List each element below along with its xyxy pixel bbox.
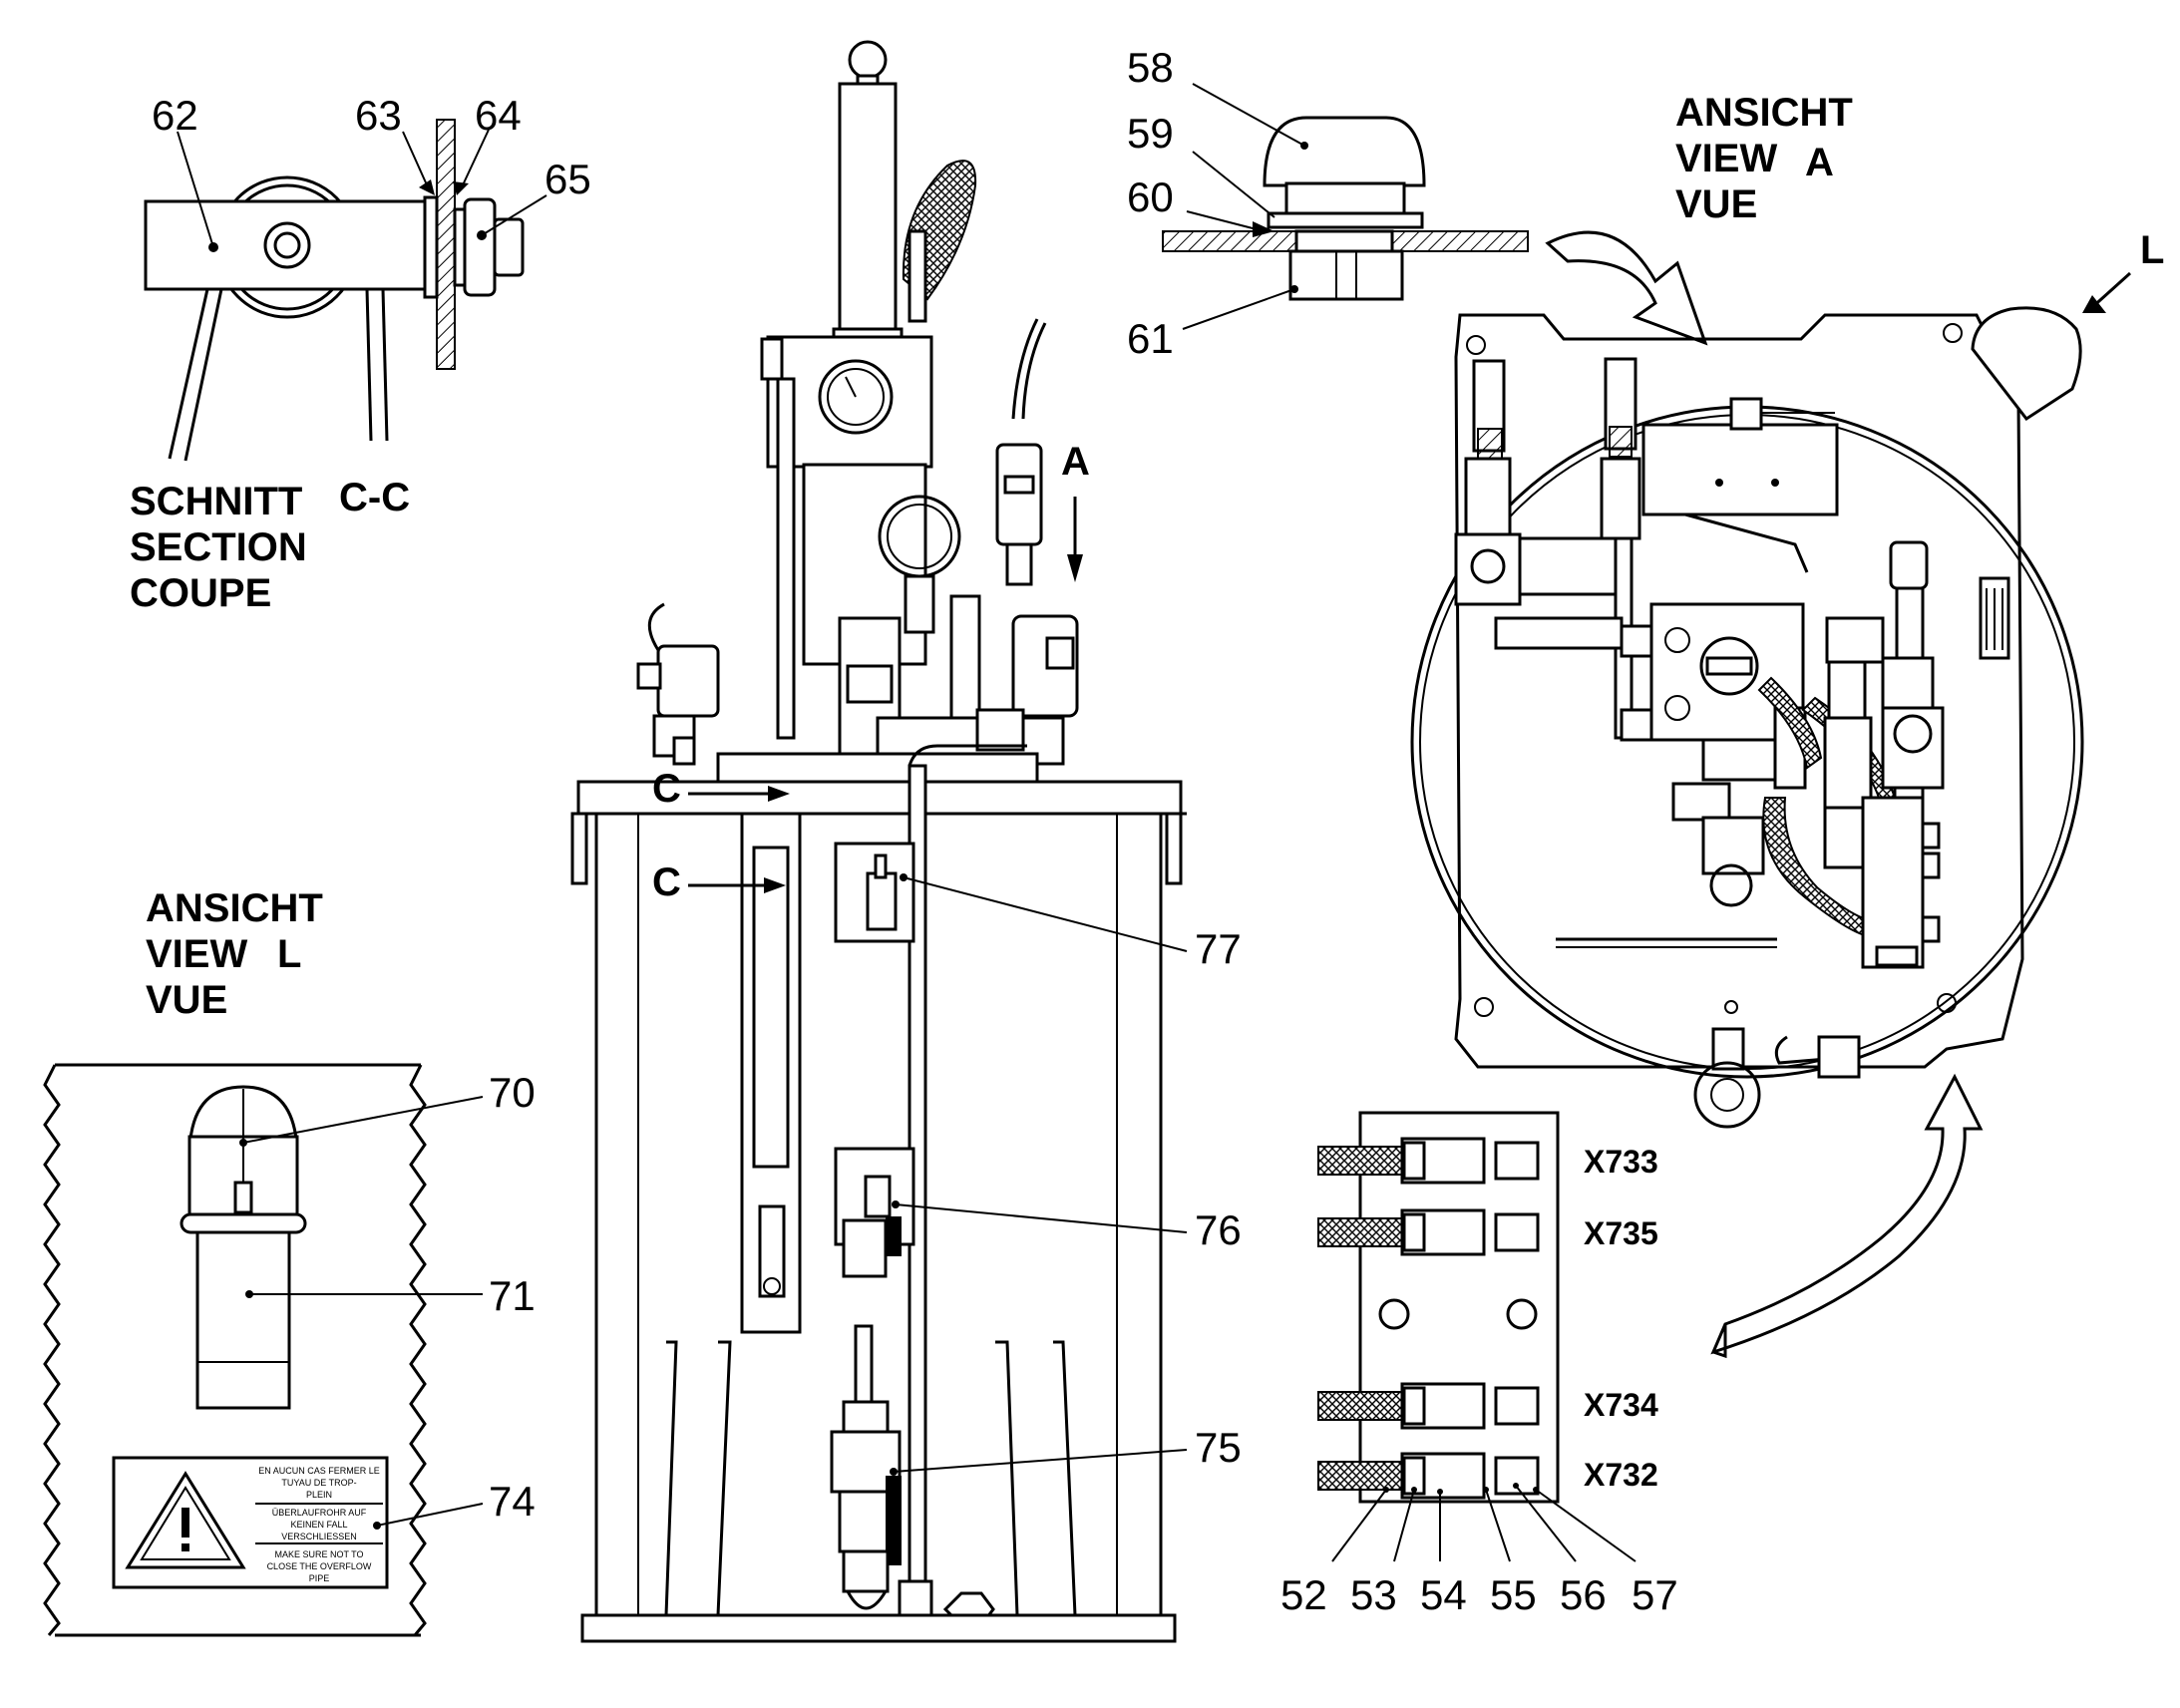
warning-de-3: VERSCHLIESSEN bbox=[281, 1532, 357, 1541]
callout-52: 52 bbox=[1280, 1571, 1327, 1618]
cap-detail-callouts: 58 59 60 61 bbox=[1127, 44, 1174, 362]
section-marker-c-lower: C bbox=[652, 860, 681, 904]
section-cc-drawing bbox=[144, 119, 547, 462]
view-l-callouts: 70 71 74 bbox=[489, 1069, 536, 1525]
view-l-title-line-3: VUE bbox=[146, 978, 227, 1022]
view-a-title-line-2: VIEW bbox=[1675, 137, 1777, 180]
terminal-strip-drawing bbox=[1317, 1111, 1636, 1562]
section-cc-title: SCHNITT SECTION COUPE C-C bbox=[130, 476, 410, 615]
callout-76: 76 bbox=[1195, 1206, 1242, 1253]
view-a-tag: A bbox=[1805, 141, 1834, 184]
callout-53: 53 bbox=[1350, 1571, 1397, 1618]
terminal-strip-callouts: 52 53 54 55 56 57 bbox=[1280, 1571, 1678, 1618]
warning-de-2: KEINEN FALL bbox=[290, 1520, 347, 1530]
callout-56: 56 bbox=[1560, 1571, 1607, 1618]
callout-64: 64 bbox=[475, 92, 522, 139]
connector-x735: X735 bbox=[1584, 1215, 1658, 1251]
callout-62: 62 bbox=[152, 92, 198, 139]
callout-74: 74 bbox=[489, 1478, 536, 1525]
callout-71: 71 bbox=[489, 1272, 536, 1319]
view-l-title-line-1: ANSICHT bbox=[146, 886, 323, 930]
view-a-drawing bbox=[1410, 230, 2132, 1359]
section-title-line-1: SCHNITT bbox=[130, 480, 302, 523]
view-l-panel bbox=[43, 1063, 484, 1637]
callout-61: 61 bbox=[1127, 315, 1174, 362]
section-cc-callouts: 62 63 64 65 bbox=[152, 92, 591, 202]
connector-x732: X732 bbox=[1584, 1457, 1658, 1493]
view-a-arrow-label: A bbox=[1061, 440, 1090, 484]
callout-65: 65 bbox=[545, 156, 591, 202]
callout-57: 57 bbox=[1632, 1571, 1678, 1618]
callout-77: 77 bbox=[1195, 925, 1242, 972]
view-l-title: ANSICHT VIEW VUE L bbox=[146, 886, 323, 1022]
view-a-title: ANSICHT VIEW VUE A L bbox=[1675, 91, 2164, 272]
cap-detail-drawing bbox=[1162, 83, 1529, 330]
view-l-title-line-2: VIEW bbox=[146, 932, 247, 976]
view-a-title-line-3: VUE bbox=[1675, 182, 1757, 226]
callout-54: 54 bbox=[1420, 1571, 1467, 1618]
warning-en-2: CLOSE THE OVERFLOW bbox=[267, 1561, 372, 1571]
warning-de-1: ÜBERLAUFROHR AUF bbox=[272, 1508, 367, 1518]
callout-59: 59 bbox=[1127, 110, 1174, 157]
section-title-line-3: COUPE bbox=[130, 571, 271, 615]
warning-fr-3: PLEIN bbox=[306, 1490, 332, 1500]
callout-75: 75 bbox=[1195, 1424, 1242, 1471]
warning-en-3: PIPE bbox=[309, 1573, 330, 1583]
connector-x734: X734 bbox=[1584, 1387, 1658, 1423]
view-l-tag: L bbox=[277, 932, 301, 976]
connector-x733: X733 bbox=[1584, 1144, 1658, 1180]
main-unit-drawing bbox=[570, 40, 1188, 1643]
callout-60: 60 bbox=[1127, 173, 1174, 220]
callout-70: 70 bbox=[489, 1069, 536, 1116]
terminal-connector-labels: X733 X735 X734 X732 bbox=[1584, 1144, 1658, 1493]
view-a-title-line-1: ANSICHT bbox=[1675, 91, 1853, 135]
callout-55: 55 bbox=[1490, 1571, 1537, 1618]
view-l-arrow-label: L bbox=[2140, 228, 2164, 272]
callout-58: 58 bbox=[1127, 44, 1174, 91]
warning-en-1: MAKE SURE NOT TO bbox=[274, 1549, 363, 1559]
section-title-line-2: SECTION bbox=[130, 525, 307, 569]
section-tag: C-C bbox=[339, 476, 410, 519]
main-unit-labels: A C C 75 76 77 bbox=[652, 440, 1242, 1471]
callout-63: 63 bbox=[355, 92, 402, 139]
warning-fr-2: TUYAU DE TROP- bbox=[281, 1478, 356, 1488]
section-marker-c-upper: C bbox=[652, 767, 681, 811]
warning-fr-1: EN AUCUN CAS FERMER LE bbox=[258, 1466, 380, 1476]
warning-label: EN AUCUN CAS FERMER LE TUYAU DE TROP- PL… bbox=[112, 1456, 484, 1589]
